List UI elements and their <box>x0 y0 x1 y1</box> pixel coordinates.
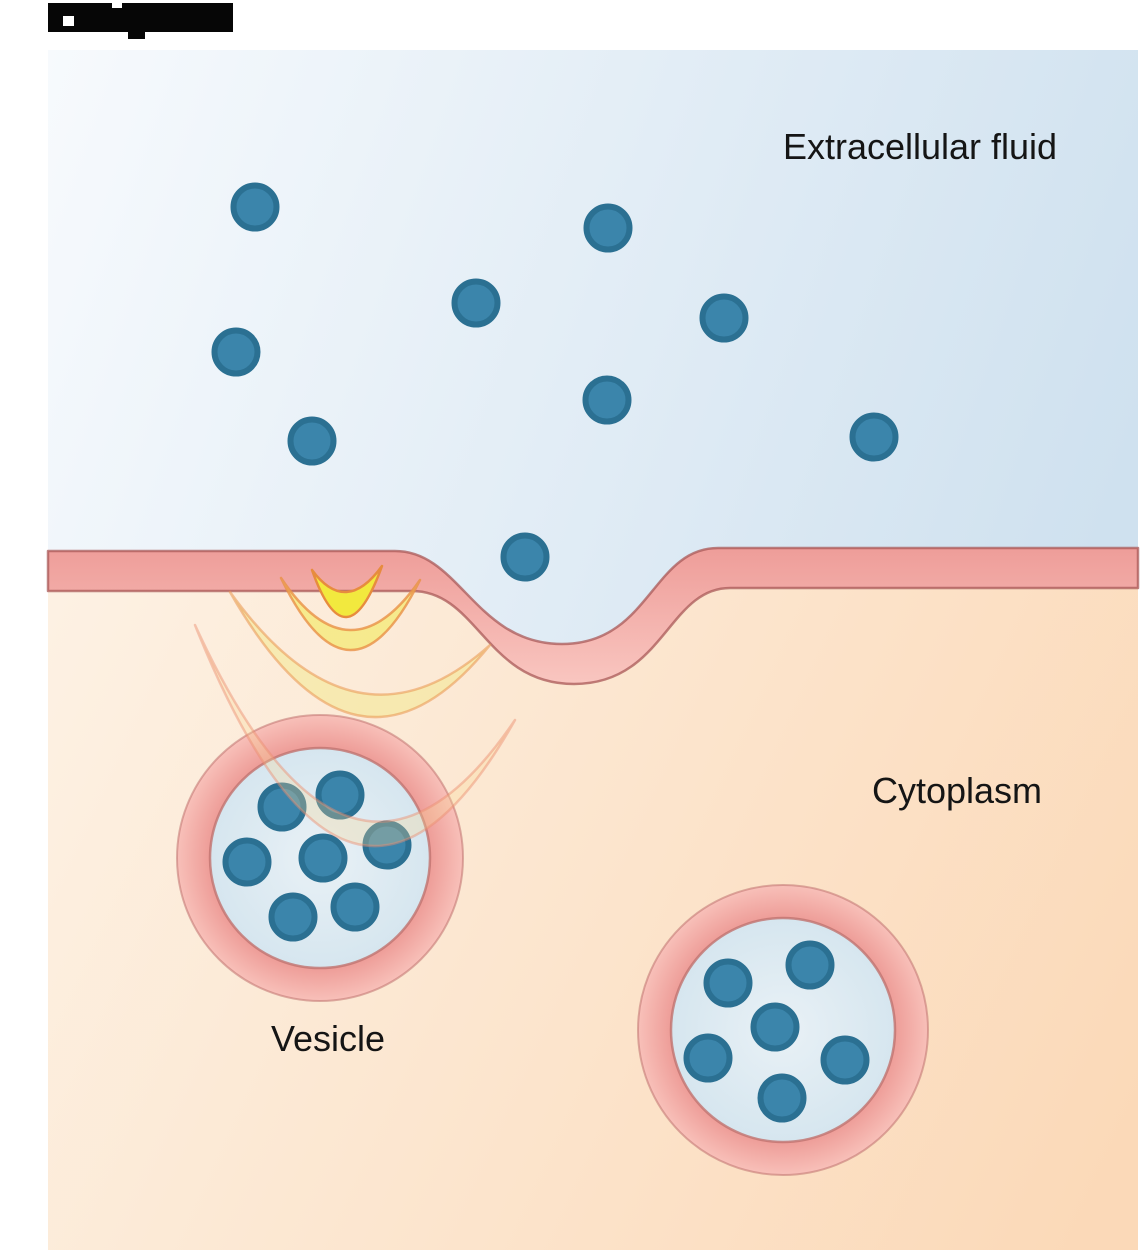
particle <box>583 203 633 253</box>
particle <box>451 278 501 328</box>
particle <box>298 833 348 883</box>
particle <box>257 782 307 832</box>
motion-crescent <box>193 623 517 848</box>
particle <box>703 958 753 1008</box>
particle <box>315 770 365 820</box>
label-vesicle: Vesicle <box>271 1018 385 1059</box>
particle <box>222 837 272 887</box>
particle <box>849 412 899 462</box>
particles-layer <box>211 182 899 582</box>
vesicle-right <box>637 884 929 1176</box>
particle <box>750 1002 800 1052</box>
particle <box>211 327 261 377</box>
particle <box>268 892 318 942</box>
redaction-gap <box>112 0 122 8</box>
particle <box>820 1035 870 1085</box>
label-extracellular-fluid: Extracellular fluid <box>783 126 1057 167</box>
redaction-gap <box>63 16 74 26</box>
particle <box>582 375 632 425</box>
particle <box>757 1073 807 1123</box>
particle <box>287 416 337 466</box>
vesicle-left <box>176 714 464 1002</box>
motion-crescent <box>310 564 384 619</box>
particle <box>683 1033 733 1083</box>
labels-layer: Extracellular fluid Cytoplasm Vesicle <box>271 126 1057 1059</box>
particle <box>785 940 835 990</box>
particle <box>362 820 412 870</box>
redacted-title-bar <box>48 3 233 32</box>
vesicles-layer <box>176 714 929 1176</box>
particle <box>230 182 280 232</box>
redaction-layer <box>48 0 233 39</box>
redacted-title-bar <box>128 30 145 39</box>
crescents-layer <box>193 564 517 848</box>
label-cytoplasm: Cytoplasm <box>872 770 1042 811</box>
particle <box>699 293 749 343</box>
motion-crescent <box>279 576 422 652</box>
motion-crescent <box>228 590 492 719</box>
particle <box>500 532 550 582</box>
particle <box>330 882 380 932</box>
